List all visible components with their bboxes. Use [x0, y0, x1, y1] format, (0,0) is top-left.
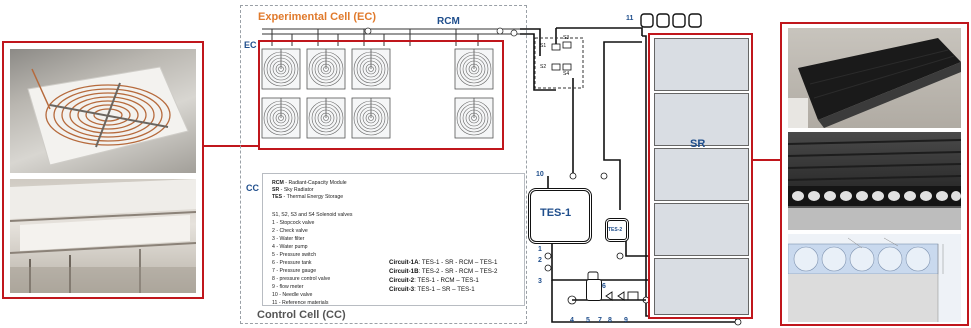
circuit-2: Circuit-2: TES-1 - RCM – TES-1	[389, 277, 479, 284]
legend-item: S1, S2, S3 and S4 Solenoid valves	[272, 212, 353, 218]
valve-label-s2: S2	[540, 64, 547, 70]
tes-1-label: TES-1	[540, 207, 572, 219]
circuit-1b: Circuit-1B: TES-2 - SR - RCM – TES-2	[389, 268, 498, 275]
circuit-1a: Circuit-1A: TES-1 - SR - RCM – TES-1	[389, 259, 498, 266]
cell-boundary	[240, 5, 527, 324]
component-number-4: 4	[570, 317, 574, 324]
legend-abbrev-sr: SR - Sky Radiator	[272, 187, 314, 193]
tes-1-tank	[528, 188, 592, 244]
legend-item: 4 - Water pump	[272, 244, 308, 250]
legend-abbrev-rcm: RCM - Radiant-Capacity Module	[272, 180, 347, 186]
pressure-tank	[586, 279, 602, 301]
component-number-10: 10	[536, 171, 544, 178]
circuit-3: Circuit-3: TES-1 – SR – TES-1	[389, 286, 475, 293]
component-number-2: 2	[538, 257, 542, 264]
valve-label-s4: S4	[563, 71, 570, 77]
control-cell-title: Control Cell (CC)	[257, 309, 346, 321]
legend-item: 5 - Pressure switch	[272, 252, 317, 258]
sr-panel	[654, 148, 749, 201]
legend-box	[262, 173, 525, 306]
sr-panel	[654, 38, 749, 91]
tes-2-label: TES-2	[608, 227, 623, 233]
legend-item: 10 - Needle valve	[272, 292, 313, 298]
sr-panel	[654, 258, 749, 315]
radiator-roof-photo	[788, 28, 961, 128]
ceiling-panels-photo	[10, 179, 196, 293]
sr-label: SR	[690, 138, 706, 150]
legend-item: 6 - Pressure tank	[272, 260, 312, 266]
ec-short-label: EC	[244, 40, 257, 50]
valve-label-s1: S1	[540, 43, 547, 49]
component-number-8: 8	[608, 317, 612, 324]
legend-abbrev-tes: TES - Thermal Energy Storage	[272, 194, 344, 200]
legend-item: 3 - Water filter	[272, 236, 305, 242]
legend-item: 8 - pressure control valve	[272, 276, 331, 282]
left-photo-frame	[2, 41, 204, 299]
component-number-9: 9	[624, 317, 628, 324]
legend-item: 1 - Stopcock valve	[272, 220, 315, 226]
cross-section-drawing	[788, 234, 961, 322]
rcm-label: RCM	[437, 16, 460, 27]
right-photo-frame	[780, 22, 969, 326]
sr-panel	[654, 203, 749, 256]
legend-item: 11 - Reference materials	[272, 300, 329, 306]
cc-short-label: CC	[246, 183, 259, 193]
legend-item: 7 - Pressure gauge	[272, 268, 317, 274]
experimental-cell-title: Experimental Cell (EC)	[258, 11, 376, 23]
valve-label-s3: S3	[563, 35, 570, 41]
coil-panel-photo	[10, 49, 196, 173]
sr-panel	[654, 93, 749, 146]
component-number-5: 5	[586, 317, 590, 324]
legend-item: 9 - flow meter	[272, 284, 304, 290]
component-number-1: 1	[538, 246, 542, 253]
channel-closeup-photo	[788, 132, 961, 230]
tes-2-tank	[605, 218, 629, 242]
component-number-7: 7	[598, 317, 602, 324]
component-number-11: 11	[626, 15, 634, 22]
legend-item: 2 - Check valve	[272, 228, 308, 234]
rcm-highlight-frame	[258, 40, 504, 150]
component-number-6: 6	[602, 283, 606, 290]
component-number-3: 3	[538, 278, 542, 285]
